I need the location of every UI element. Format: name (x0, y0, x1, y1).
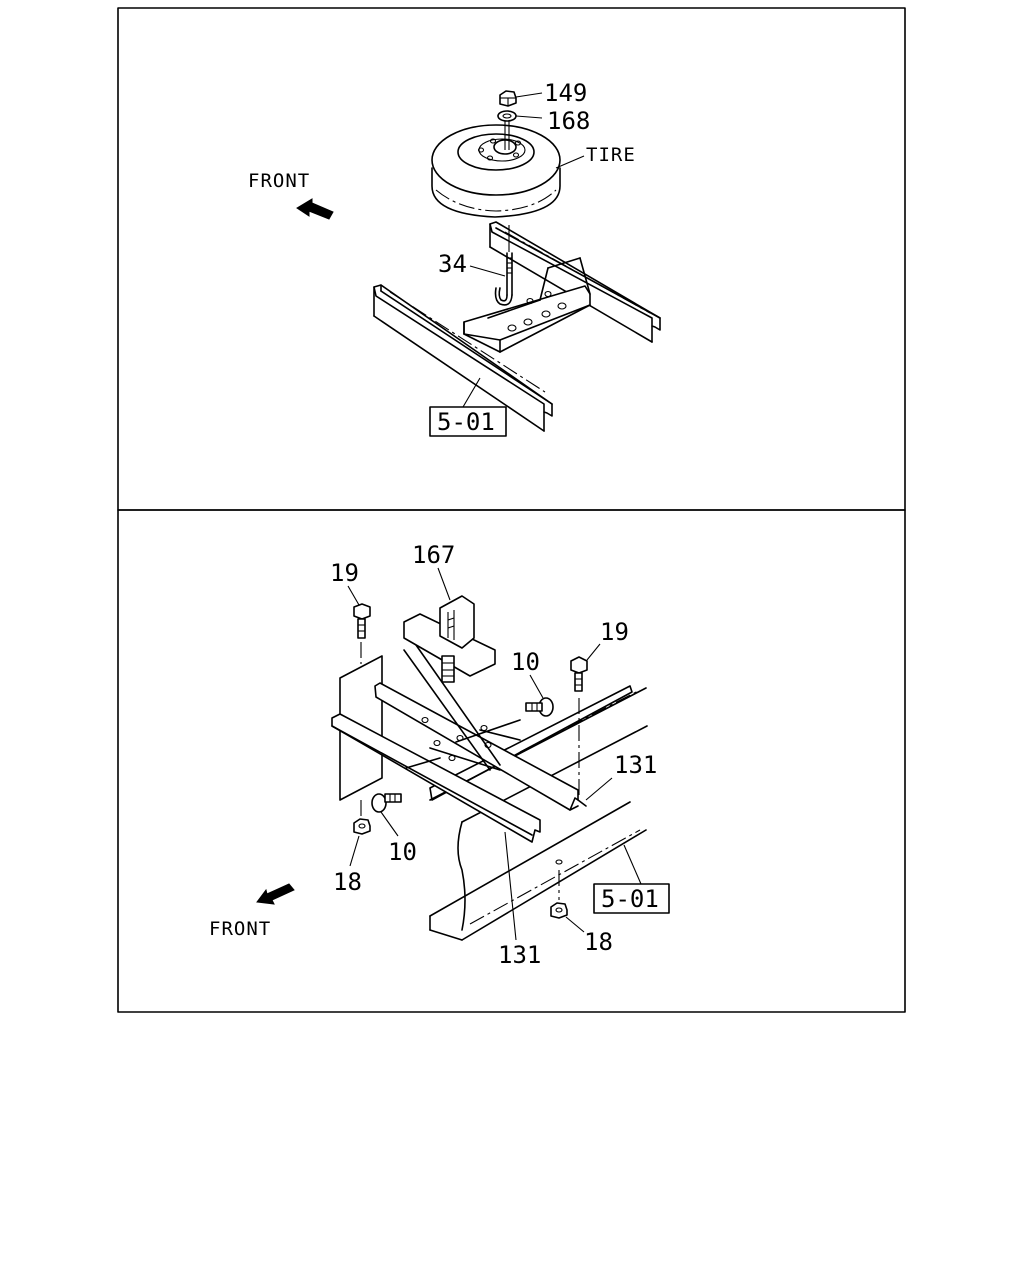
label-nut-right: 18 (584, 928, 613, 956)
bottom-ref-box (593, 883, 670, 914)
label-nut-left: 18 (333, 868, 362, 896)
nut-right (550, 902, 568, 919)
label-bolt-right: 19 (600, 618, 629, 646)
bolt-left (353, 603, 371, 639)
support-rails (331, 644, 587, 843)
top-frame-rails (373, 221, 661, 432)
bolt-mid (525, 697, 554, 717)
label-washer: 168 (547, 107, 590, 135)
label-rail-lower: 131 (498, 941, 541, 969)
label-hook-bolt: 34 (438, 250, 467, 278)
bottom-front-label: FRONT (209, 918, 271, 940)
top-front-arrow-icon (296, 198, 334, 220)
nut-left (353, 818, 371, 835)
bottom-front-arrow-icon (256, 883, 295, 905)
hook-bolt (494, 225, 513, 306)
top-front-label: FRONT (248, 170, 310, 192)
bolt-low (371, 793, 402, 813)
bottom-panel-frame (117, 509, 906, 1013)
label-bolt-low: 10 (388, 838, 417, 866)
spare-tire (431, 121, 561, 218)
label-bracket: 167 (412, 541, 455, 569)
bottom-ref-label: 5-01 (601, 885, 659, 913)
washer (497, 110, 517, 122)
top-ref-label: 5-01 (437, 408, 495, 436)
label-bolt-left: 19 (330, 559, 359, 587)
label-rail-upper: 131 (614, 751, 657, 779)
label-bolt-mid: 10 (511, 648, 540, 676)
label-nut: 149 (544, 79, 587, 107)
nut (499, 90, 517, 107)
bolt-right (570, 656, 588, 692)
top-ref-box (429, 406, 507, 437)
carrier-bracket (403, 595, 496, 683)
label-tire: TIRE (586, 144, 636, 166)
